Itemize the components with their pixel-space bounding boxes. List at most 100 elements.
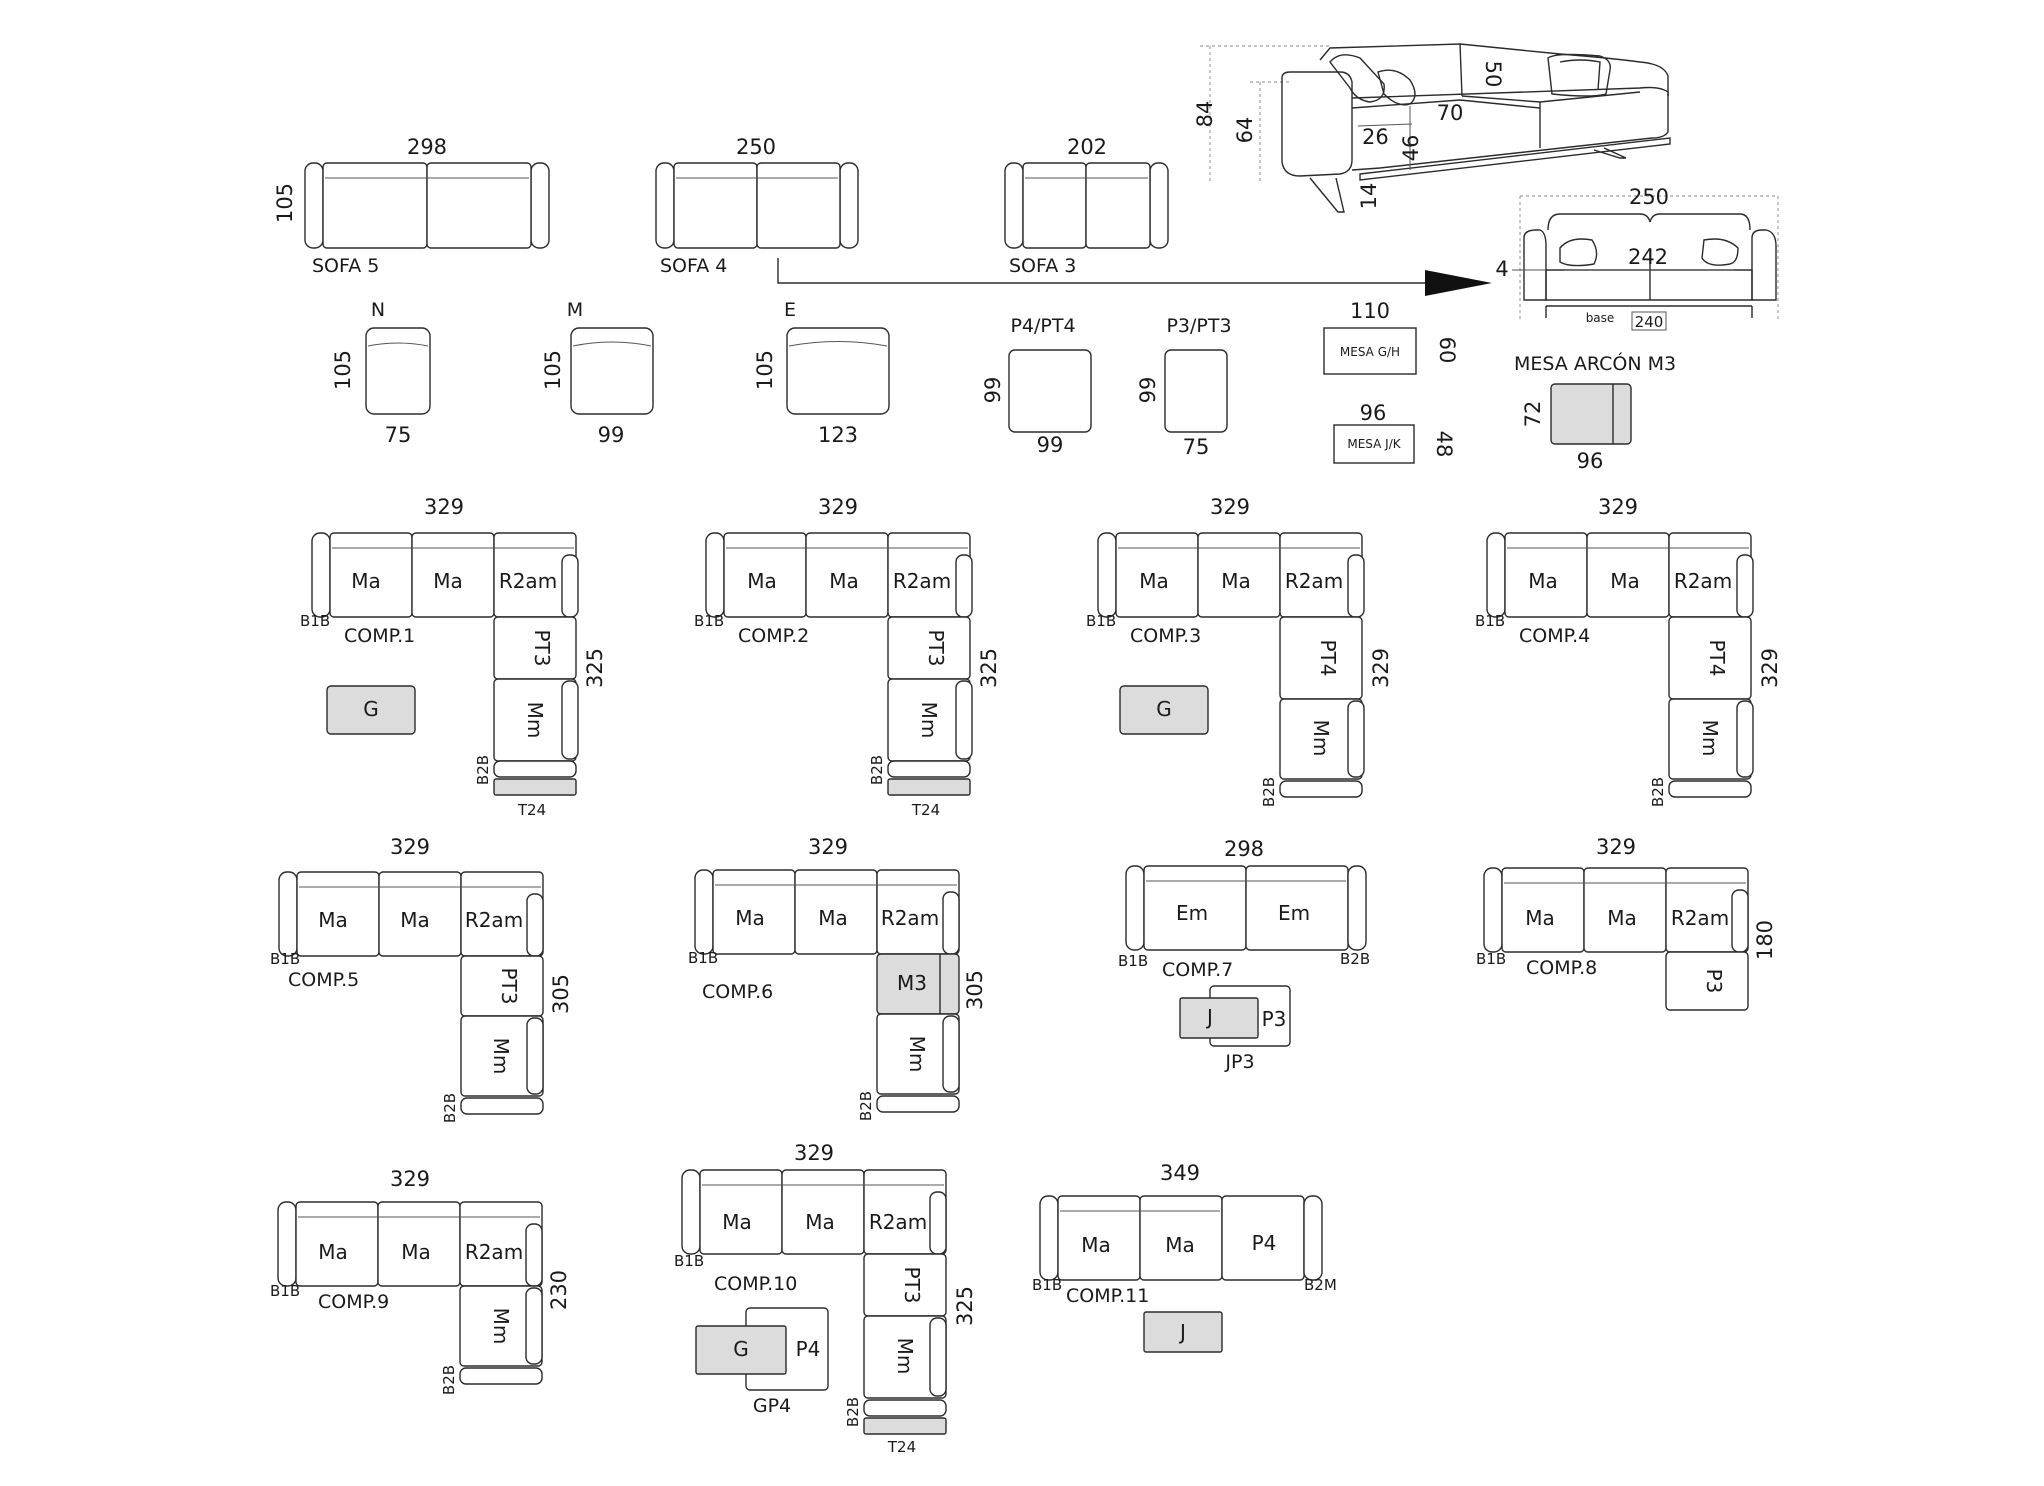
- comp-7-label: Em: [1278, 901, 1310, 925]
- comp-7-name: COMP.7: [1162, 959, 1233, 981]
- comp-5-top-dim: 329: [390, 835, 430, 859]
- table-jk-label: MESA J/K: [1347, 437, 1401, 451]
- comp-2-end: [887, 760, 971, 778]
- comp-1-top-dim: 329: [424, 495, 464, 519]
- sofa-4-seat: [756, 162, 841, 249]
- front-view-base-label: base: [1586, 311, 1615, 325]
- comp-8-label: Ma: [1525, 906, 1555, 930]
- comp-7-end-label: B2B: [1340, 950, 1370, 968]
- comp-10-label: Ma: [805, 1210, 835, 1234]
- front-view-dim-242: 242: [1628, 245, 1668, 269]
- comp-7-j-table: [1179, 997, 1259, 1039]
- mesa-arcon-shape: [1550, 383, 1632, 445]
- comp-3-name: COMP.3: [1130, 625, 1201, 647]
- comp-3-end-label: B2B: [1260, 777, 1278, 807]
- module-m-shape: [570, 327, 654, 415]
- table-jk-shape: [1333, 424, 1415, 464]
- side-view-dim-26: 26: [1362, 125, 1389, 149]
- comp-1-name: COMP.1: [344, 625, 415, 647]
- comp-10-side-dim: 325: [953, 1286, 977, 1326]
- comp-1-table: [326, 685, 416, 735]
- sofa-4: 250 SOFA 4: [655, 135, 859, 277]
- comp-2-tail: [887, 778, 971, 796]
- comp-4-arm-label: B1B: [1475, 612, 1505, 630]
- comp-10-label: Ma: [722, 1210, 752, 1234]
- comp-5-end: [460, 1097, 544, 1115]
- front-view-dim-240: 240: [1635, 313, 1664, 331]
- comp-4-top-dim: 329: [1598, 495, 1638, 519]
- sofa-5: 298 105 SOFA 5: [273, 135, 550, 277]
- comp-3-label: R2am: [1285, 569, 1343, 593]
- comp-1-label: PT3: [530, 629, 554, 666]
- sofa-5-depth: 105: [273, 183, 297, 223]
- comp-6-label: Mm: [905, 1036, 929, 1073]
- comp-5-arm-label: B1B: [270, 950, 300, 968]
- comp-5-label: R2am: [465, 908, 523, 932]
- comp-2-label: Mm: [917, 702, 941, 739]
- comp-11-top-dim: 349: [1160, 1161, 1200, 1185]
- comp-5: 329 Ma Ma R2am PT3 Mm B2B B1B COMP.5 305: [270, 835, 573, 1123]
- comp-1-label: Ma: [433, 569, 463, 593]
- comp-2: 329 Ma Ma R2am PT3 Mm T24 B2B B1B COMP.2…: [694, 495, 1001, 819]
- comp-4-label: Ma: [1610, 569, 1640, 593]
- comp-5-name: COMP.5: [288, 969, 359, 991]
- comp-2-tail-label: T24: [911, 801, 940, 819]
- comp-3: 329 Ma Ma R2am PT4 Mm B2B B1B COMP.3 329…: [1086, 495, 1393, 807]
- module-n-width: 75: [385, 423, 412, 447]
- sofa-3-name: SOFA 3: [1009, 255, 1076, 277]
- side-view-dim-70: 70: [1437, 101, 1464, 125]
- comp-2-top-dim: 329: [818, 495, 858, 519]
- comp-1-side-dim: 325: [583, 648, 607, 688]
- module-e-code: E: [784, 299, 796, 321]
- comp-6-end-label: B2B: [857, 1091, 875, 1121]
- module-e: E 105 123: [753, 299, 890, 447]
- comp-11-right-arm: [1303, 1195, 1323, 1281]
- comp-5-label: Mm: [489, 1038, 513, 1075]
- comp-4-side-dim: 329: [1758, 648, 1782, 688]
- comp-7: 298 Em Em B1B B2B COMP.7 J P3 JP3: [1118, 837, 1370, 1073]
- comp-3-table: [1119, 685, 1209, 735]
- comp-8-top-dim: 329: [1596, 835, 1636, 859]
- comp-9-end-label: B2B: [440, 1365, 458, 1395]
- comp-4-label: Mm: [1698, 720, 1722, 757]
- table-gh: 110 MESA G/H 60: [1323, 299, 1459, 375]
- module-n-shape: [365, 327, 431, 415]
- sofa-5-right-arm: [530, 162, 550, 249]
- comp-5-arm: [278, 871, 298, 957]
- comp-8-module: [1665, 951, 1749, 1011]
- comp-7-p-label: P3: [1262, 1007, 1287, 1031]
- sofa-3: 202 SOFA 3: [1004, 135, 1169, 277]
- comp-4-label: PT4: [1705, 639, 1729, 676]
- table-gh-depth: 60: [1435, 337, 1459, 364]
- sofa-4-width: 250: [736, 135, 776, 159]
- comp-10-g-table: [695, 1325, 787, 1375]
- module-p4-shape: [1008, 349, 1092, 433]
- comp-3-end: [1279, 780, 1363, 798]
- comp-4-arm: [1486, 532, 1506, 618]
- sofa-4-name: SOFA 4: [660, 255, 727, 277]
- comp-5-end-label: B2B: [441, 1093, 459, 1123]
- comp-6-label: R2am: [881, 906, 939, 930]
- comp-7-arm-label: B1B: [1118, 952, 1148, 970]
- module-e-width: 123: [818, 423, 858, 447]
- comp-5-side-dim: 305: [549, 974, 573, 1014]
- comp-10-tail-label: T24: [887, 1438, 916, 1456]
- comp-4-end: [1668, 780, 1752, 798]
- comp-3-arm-label: B1B: [1086, 612, 1116, 630]
- module-m: M 105 99: [541, 299, 654, 447]
- sofa-4-left-arm: [655, 162, 675, 249]
- comp-10-p-label: P4: [796, 1337, 821, 1361]
- comp-5-label: Ma: [318, 908, 348, 932]
- comp-2-side-dim: 325: [977, 648, 1001, 688]
- comp-7-combo-label: JP3: [1224, 1051, 1254, 1073]
- comp-1-tail-label: T24: [517, 801, 546, 819]
- comp-10-tail: [863, 1417, 947, 1435]
- comp-10-label: PT3: [900, 1266, 924, 1303]
- comp-7-top-dim: 298: [1224, 837, 1264, 861]
- sofa-side-view: 84 64 50 70 26 46 14: [1193, 43, 1671, 213]
- comp-8-side-dim: 180: [1753, 920, 1777, 960]
- comp-3-table-label: G: [1156, 697, 1172, 721]
- comp-4: 329 Ma Ma R2am PT4 Mm B2B B1B COMP.4 329: [1475, 495, 1782, 807]
- comp-2-arm-label: B1B: [694, 612, 724, 630]
- comp-9-label: R2am: [465, 1240, 523, 1264]
